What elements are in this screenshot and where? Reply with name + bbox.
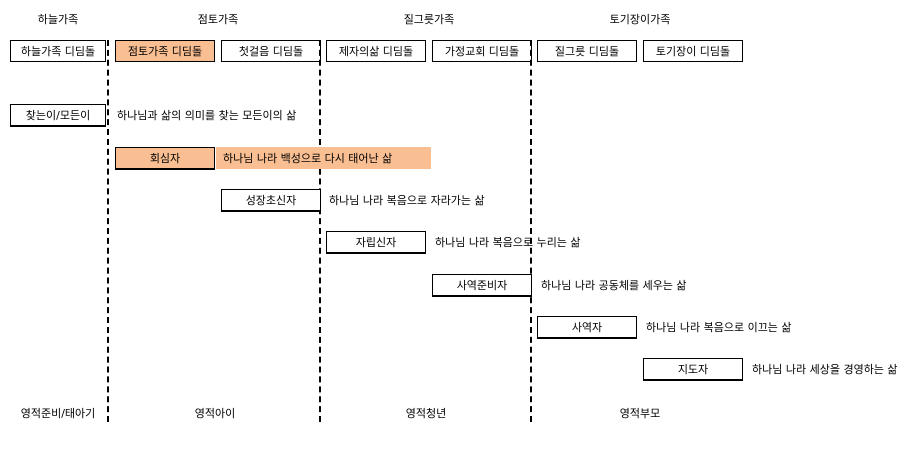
role-seeker: 찾는이/모든이 [10, 104, 106, 126]
role-convert: 회심자 [115, 147, 215, 169]
family-earthenware: 질그릇가족 [403, 13, 455, 26]
role-leader-description: 하나님 나라 세상을 경영하는 삶 [752, 363, 898, 376]
family-heaven: 하늘가족 [37, 13, 79, 26]
stepping-stone-clay: 점토가족 디딤돌 [115, 40, 215, 62]
role-underline [10, 125, 106, 127]
family-potter: 토기장이가족 [609, 13, 671, 26]
role-minister: 사역자 [537, 316, 637, 338]
stage-parent: 영적부모 [619, 407, 661, 420]
role-growing-believer: 성장초신자 [221, 189, 321, 211]
role-underline [326, 252, 426, 254]
role-independent-believer-description: 하나님 나라 복음으로 누리는 삶 [435, 236, 581, 249]
divider-line [319, 40, 321, 422]
role-underline [537, 337, 637, 339]
stepping-stone-potter: 토기장이 디딤돌 [643, 40, 743, 62]
role-ministry-candidate-description: 하나님 나라 공동체를 세우는 삶 [541, 279, 687, 292]
role-growing-believer-description: 하나님 나라 복음으로 자라가는 삶 [329, 194, 485, 207]
divider-line [530, 40, 532, 422]
stepping-stone-earthenware: 질그릇 디딤돌 [537, 40, 637, 62]
stepping-stone-heaven: 하늘가족 디딤돌 [10, 40, 106, 62]
stage-child: 영적아이 [194, 407, 236, 420]
role-leader: 지도자 [643, 358, 743, 380]
role-ministry-candidate: 사역준비자 [432, 274, 532, 296]
family-clay: 점토가족 [197, 13, 239, 26]
role-underline [115, 168, 215, 170]
divider-line [107, 40, 109, 422]
role-underline [643, 379, 743, 381]
stepping-stone-first-steps: 첫걸음 디딤돌 [221, 40, 321, 62]
stepping-stone-house-church: 가정교회 디딤돌 [432, 40, 532, 62]
stage-preparation: 영적준비/태아기 [20, 407, 96, 420]
role-underline [221, 210, 321, 212]
role-minister-description: 하나님 나라 복음으로 이끄는 삶 [646, 321, 792, 334]
role-independent-believer: 자립신자 [326, 231, 426, 253]
stepping-stone-disciple-life: 제자의삶 디딤돌 [326, 40, 426, 62]
role-convert-description: 하나님 나라 백성으로 다시 태어난 삶 [216, 147, 431, 169]
stage-youth: 영적청년 [405, 407, 447, 420]
role-seeker-description: 하나님과 삶의 의미를 찾는 모든이의 삶 [117, 109, 297, 122]
role-underline [432, 295, 532, 297]
